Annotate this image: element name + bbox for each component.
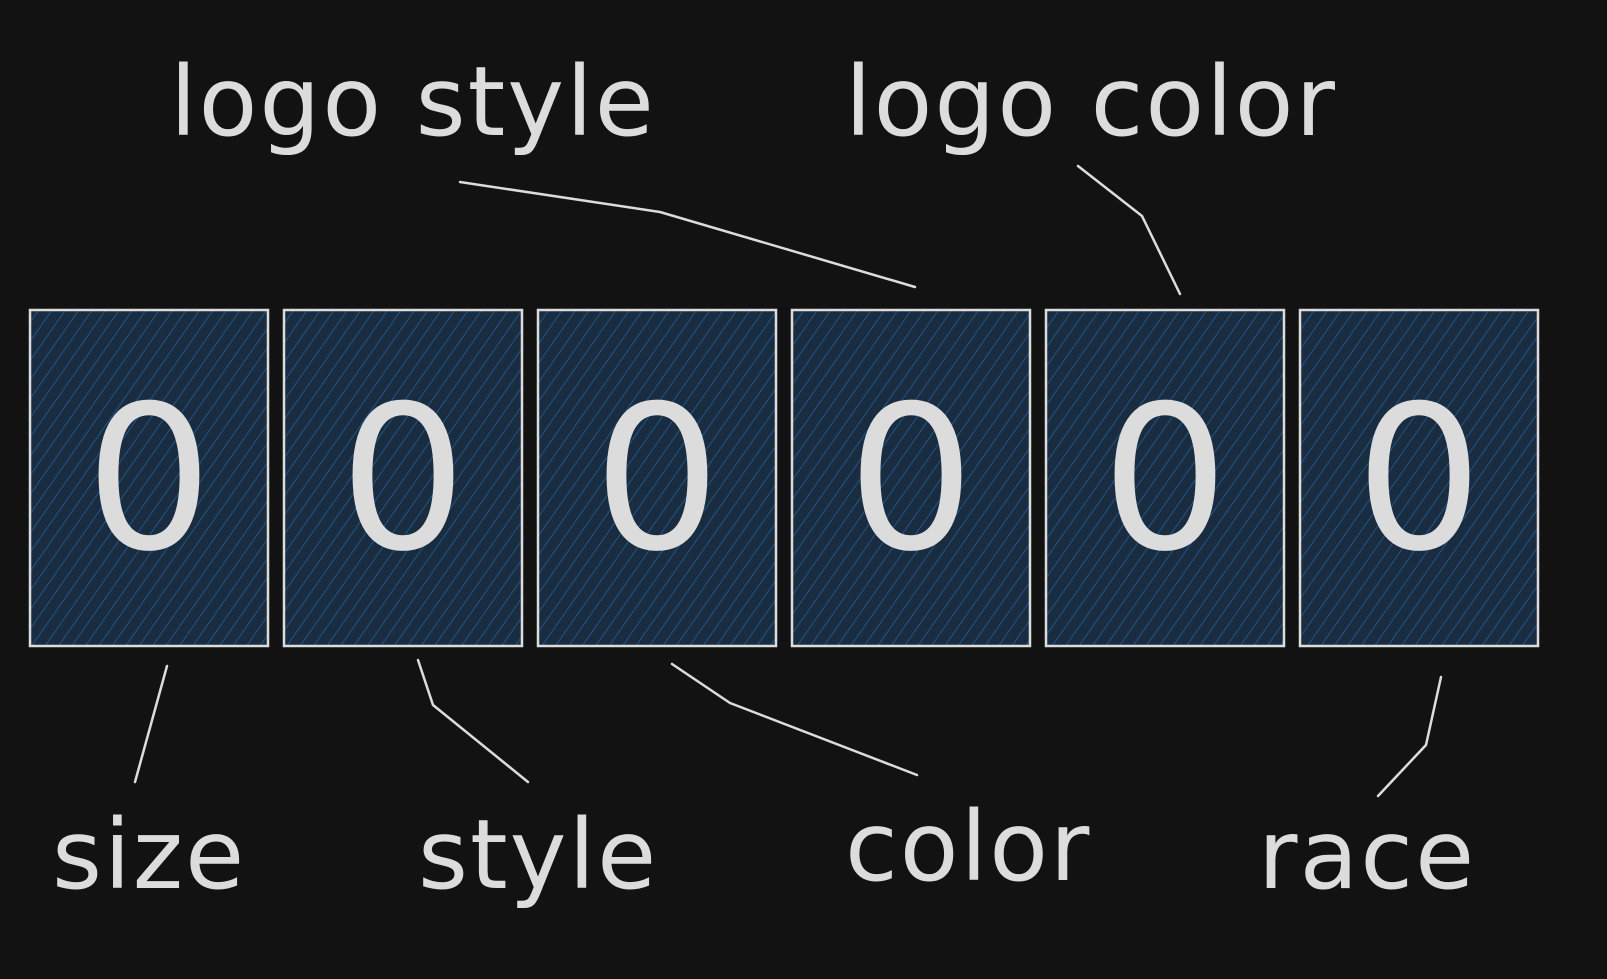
cell-3: 0: [790, 308, 1032, 648]
cell-digit: 0: [1101, 363, 1228, 596]
cell-digit: 0: [1355, 363, 1482, 596]
cell-box: [536, 308, 778, 648]
label-race: race: [1258, 799, 1476, 911]
cell-5: 0: [1298, 308, 1540, 648]
connector-size: [133, 664, 169, 784]
cell-2: 0: [536, 308, 778, 648]
label-color: color: [845, 791, 1091, 903]
cell-box: [1298, 308, 1540, 648]
cell-digit: 0: [847, 363, 974, 596]
connector-logo-style: [458, 180, 917, 289]
label-logo-color: logo color: [845, 46, 1337, 158]
label-style: style: [418, 799, 658, 911]
connector-style: [416, 658, 530, 784]
cell-digit: 0: [85, 363, 212, 596]
label-size: size: [52, 799, 246, 911]
connector-logo-color: [1076, 164, 1182, 296]
cell-0: 0: [28, 308, 270, 648]
cell-1: 0: [282, 308, 524, 648]
cell-box: [28, 308, 270, 648]
cell-digit: 0: [593, 363, 720, 596]
cell-digit: 0: [339, 363, 466, 596]
label-logo-style: logo style: [170, 46, 656, 158]
cell-4: 0: [1044, 308, 1286, 648]
connector-color: [670, 662, 919, 777]
cell-box: [790, 308, 1032, 648]
cell-box: [1044, 308, 1286, 648]
connector-race: [1376, 675, 1443, 798]
cell-box: [282, 308, 524, 648]
